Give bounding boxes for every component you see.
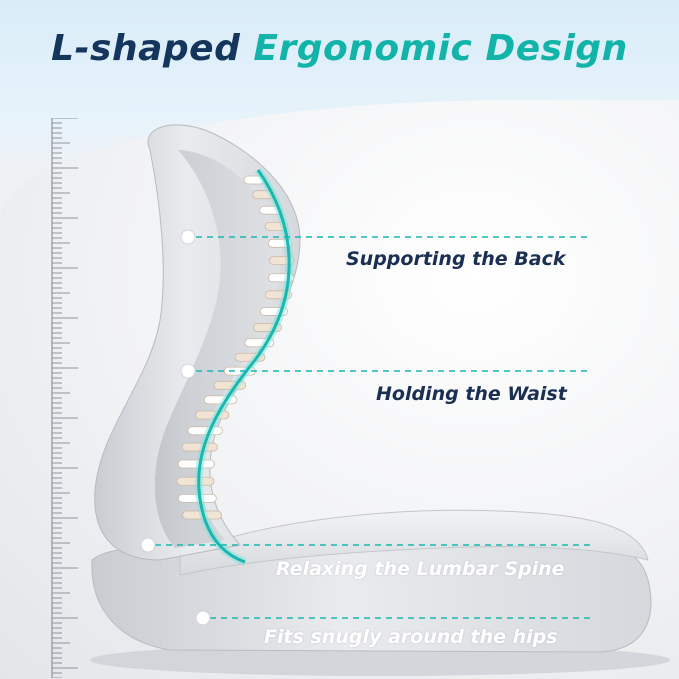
callout-dot-hips: [195, 610, 211, 626]
callout-dot-lumbar: [140, 537, 156, 553]
callout-dot-waist: [180, 363, 196, 379]
callout-dot-back: [180, 229, 196, 245]
callout-label-hips: Fits snugly around the hips: [264, 626, 558, 648]
seat-top: [179, 509, 649, 576]
callout-label-waist: Holding the Waist: [376, 383, 567, 405]
callout-label-back: Supporting the Back: [346, 248, 566, 270]
page-title: L-shaped Ergonomic Design: [0, 28, 679, 69]
title-part-1: L-shaped: [51, 28, 241, 69]
callout-label-lumbar: Relaxing the Lumbar Spine: [276, 558, 565, 580]
measuring-ruler: [51, 118, 78, 678]
title-part-2: Ergonomic Design: [253, 28, 628, 69]
